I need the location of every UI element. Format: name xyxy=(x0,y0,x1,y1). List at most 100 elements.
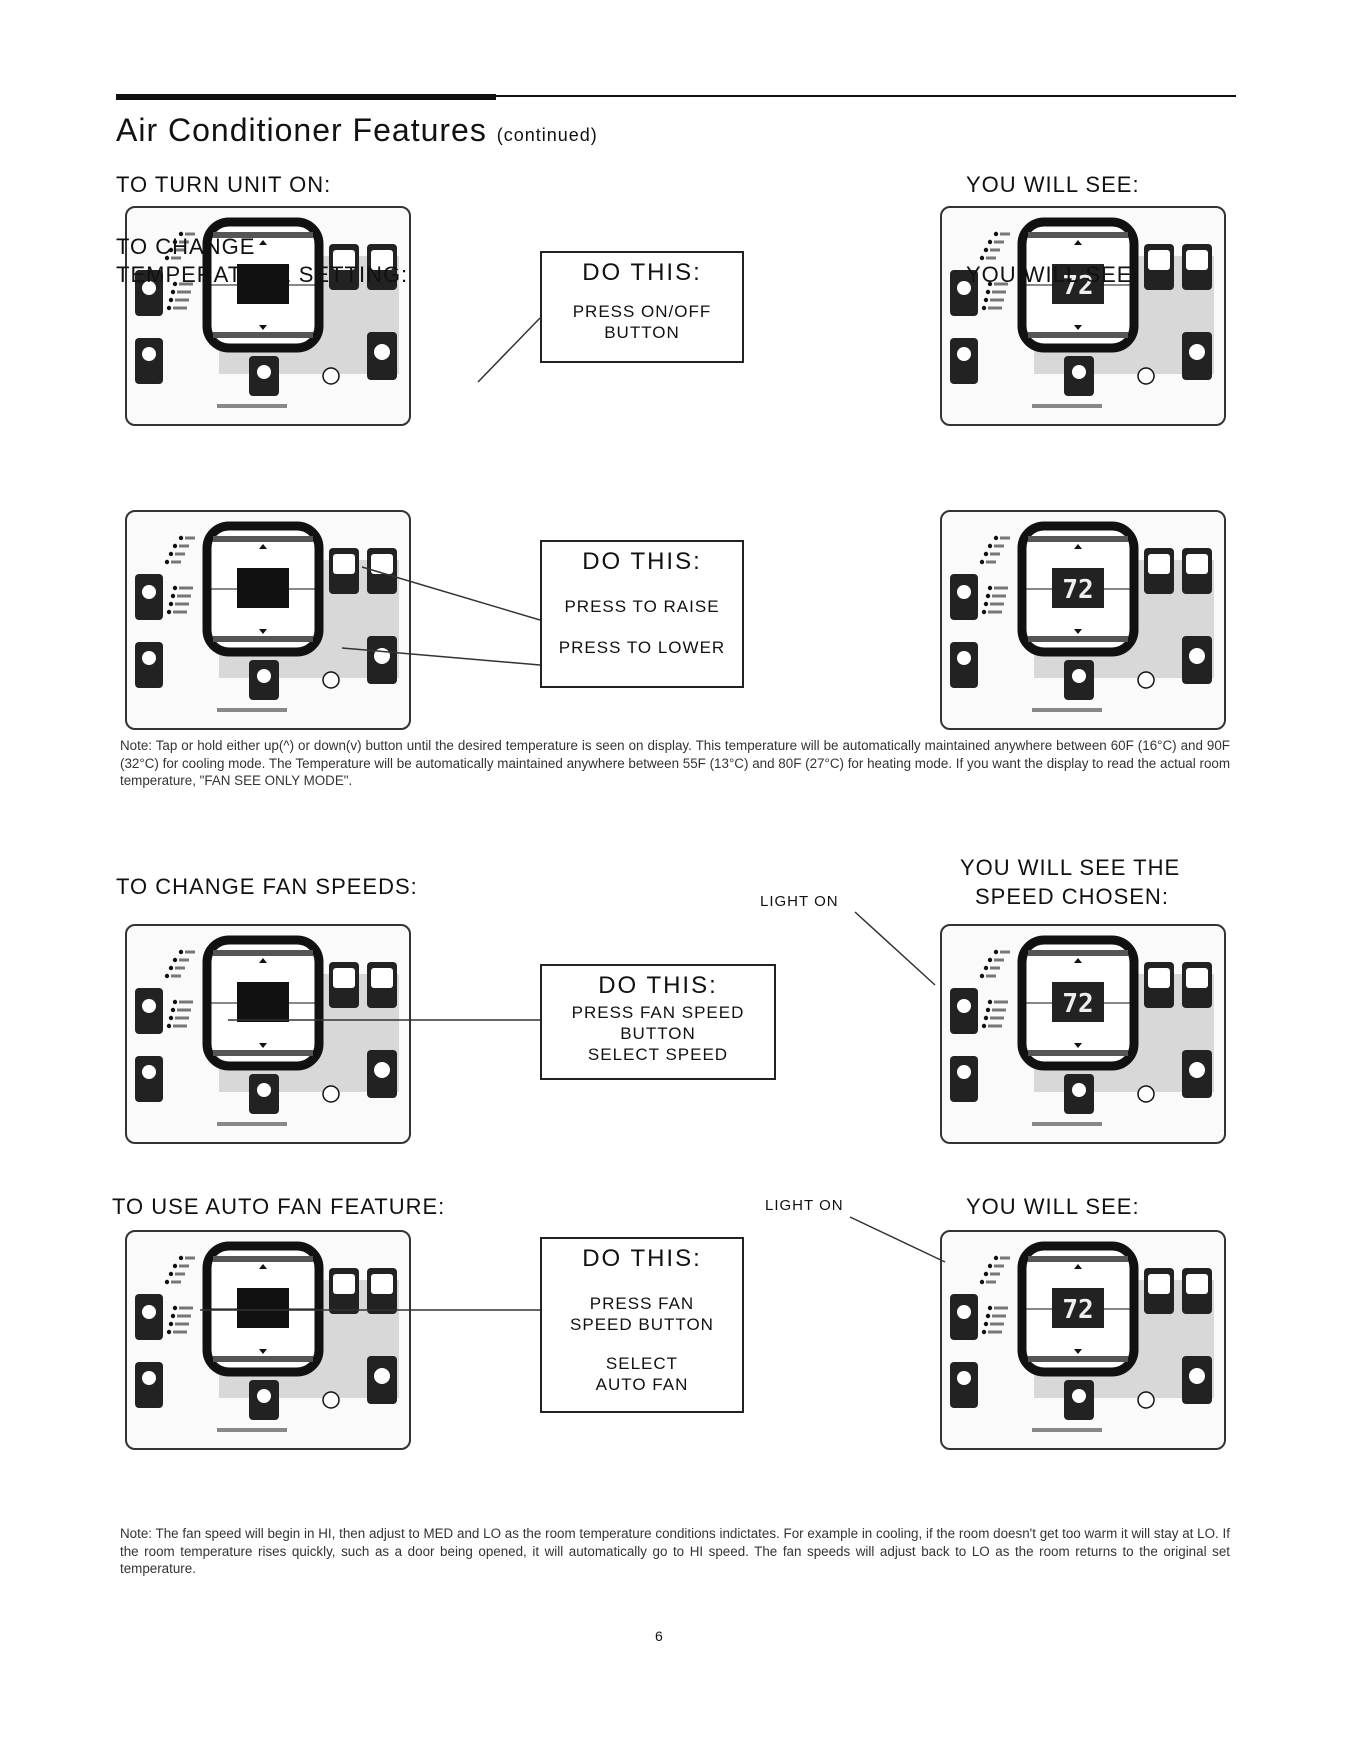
section-2-heading-line1: TO CHANGE xyxy=(116,234,256,259)
indicator-label xyxy=(994,1264,1004,1268)
indicator-label xyxy=(179,240,189,244)
mode-indicator-light xyxy=(987,999,993,1005)
mode-indicator-light xyxy=(985,593,991,599)
control-panel-before-1 xyxy=(125,206,411,426)
fan-indicator-light xyxy=(987,543,993,549)
fan-indicator-light xyxy=(987,1263,993,1269)
indicator-label xyxy=(175,1016,189,1020)
control-panel-illustration: 72 xyxy=(950,217,1214,408)
temp-up-icon xyxy=(1074,240,1082,245)
temp-down-icon xyxy=(259,1043,267,1048)
indicator-label xyxy=(990,1272,1000,1276)
mode-indicator-light xyxy=(983,601,989,607)
control-panel-before-3 xyxy=(125,924,411,1144)
display-brand-band xyxy=(213,950,313,956)
do-this-label: DO THIS: xyxy=(582,548,702,575)
indicator-label xyxy=(173,610,187,614)
fan-indicator-light xyxy=(178,231,184,237)
temp-down-icon xyxy=(1074,1349,1082,1354)
mode-indicator-light xyxy=(166,305,172,311)
temp-up-icon xyxy=(1074,1264,1082,1269)
indicator-label xyxy=(986,560,996,564)
indicator-label xyxy=(988,1024,1002,1028)
indicator-label xyxy=(185,1256,195,1260)
indicator-label xyxy=(175,552,185,556)
fan-icon xyxy=(957,999,971,1013)
temp-down-icon xyxy=(1074,629,1082,634)
indicator-label xyxy=(990,1322,1004,1326)
control-panel-illustration: 72 xyxy=(950,521,1214,712)
filter-icon xyxy=(1186,250,1208,270)
status-light xyxy=(1137,1085,1155,1103)
mode-icon xyxy=(957,651,971,665)
instruction-line: PRESS TO LOWER xyxy=(558,638,726,657)
lcd-screen xyxy=(1052,982,1104,1022)
indicator-label xyxy=(171,1280,181,1284)
section-3-light-on-label: LIGHT ON xyxy=(760,893,839,910)
page-title: Air Conditioner Features (continued) xyxy=(116,112,598,149)
filter-icon xyxy=(371,1274,393,1294)
clock-icon xyxy=(1072,365,1086,379)
status-light xyxy=(1137,367,1155,385)
temp-up-icon xyxy=(259,240,267,245)
display-brand-band xyxy=(1028,332,1128,338)
indicator-label xyxy=(175,248,185,252)
indicator-label xyxy=(986,974,996,978)
lcd-reading: 72 xyxy=(1062,271,1093,301)
indicator-label xyxy=(185,536,195,540)
control-panel-illustration xyxy=(135,935,399,1126)
indicator-label xyxy=(171,256,181,260)
temp-down-icon xyxy=(259,1349,267,1354)
instruction-line: AUTO FAN xyxy=(595,1375,689,1394)
power-icon xyxy=(374,648,390,664)
lcd-screen xyxy=(1052,264,1104,304)
indicator-label xyxy=(175,602,189,606)
fan-icon xyxy=(142,281,156,295)
do-this-label: DO THIS: xyxy=(598,972,718,999)
instruction-line: PRESS TO RAISE xyxy=(564,597,720,616)
fan-icon xyxy=(142,1305,156,1319)
mode-indicator-light xyxy=(166,1329,172,1335)
mode-icon xyxy=(142,1065,156,1079)
indicator-label xyxy=(994,958,1004,962)
mode-indicator-light xyxy=(985,1007,991,1013)
fan-indicator-light xyxy=(993,535,999,541)
indicator-label xyxy=(179,586,193,590)
display-brand-band xyxy=(1028,1256,1128,1262)
control-panel-after-2: 72 xyxy=(940,510,1226,730)
indicator-label xyxy=(177,1314,191,1318)
control-panel-before-2 xyxy=(125,510,411,730)
brand-logo xyxy=(1032,1428,1102,1432)
display-brand-band xyxy=(1028,232,1128,238)
indicator-label xyxy=(994,282,1008,286)
section-4-light-on-label: LIGHT ON xyxy=(765,1197,844,1214)
lcd-reading: 72 xyxy=(1062,575,1093,605)
power-icon xyxy=(1189,344,1205,360)
fan-indicator-light xyxy=(178,535,184,541)
lcd-reading: 72 xyxy=(1062,1295,1093,1325)
page-title-suffix: (continued) xyxy=(496,125,598,145)
indicator-label xyxy=(179,1306,193,1310)
instruction-line: SPEED BUTTON xyxy=(570,1315,714,1334)
display-brand-band xyxy=(1028,536,1128,542)
display-brand-band xyxy=(213,636,313,642)
filter-icon xyxy=(1186,968,1208,988)
indicator-label xyxy=(992,1314,1006,1318)
mode-indicator-light xyxy=(987,585,993,591)
instruction-line: SELECT SPEED xyxy=(587,1045,729,1064)
status-light xyxy=(322,671,340,689)
indicator-label xyxy=(1000,950,1010,954)
mode-icon xyxy=(957,1065,971,1079)
clock-icon xyxy=(257,1389,271,1403)
status-light xyxy=(322,1085,340,1103)
mode-indicator-light xyxy=(170,289,176,295)
indicator-label xyxy=(175,966,185,970)
indicator-label xyxy=(179,544,189,548)
clock-icon xyxy=(257,365,271,379)
control-panel-illustration: 72 xyxy=(950,935,1214,1126)
indicator-label xyxy=(994,586,1008,590)
indicator-label xyxy=(1000,536,1010,540)
fan-indicator-light xyxy=(993,1255,999,1261)
power-icon xyxy=(374,1368,390,1384)
section-1-you-will-see: YOU WILL SEE: xyxy=(966,172,1140,197)
